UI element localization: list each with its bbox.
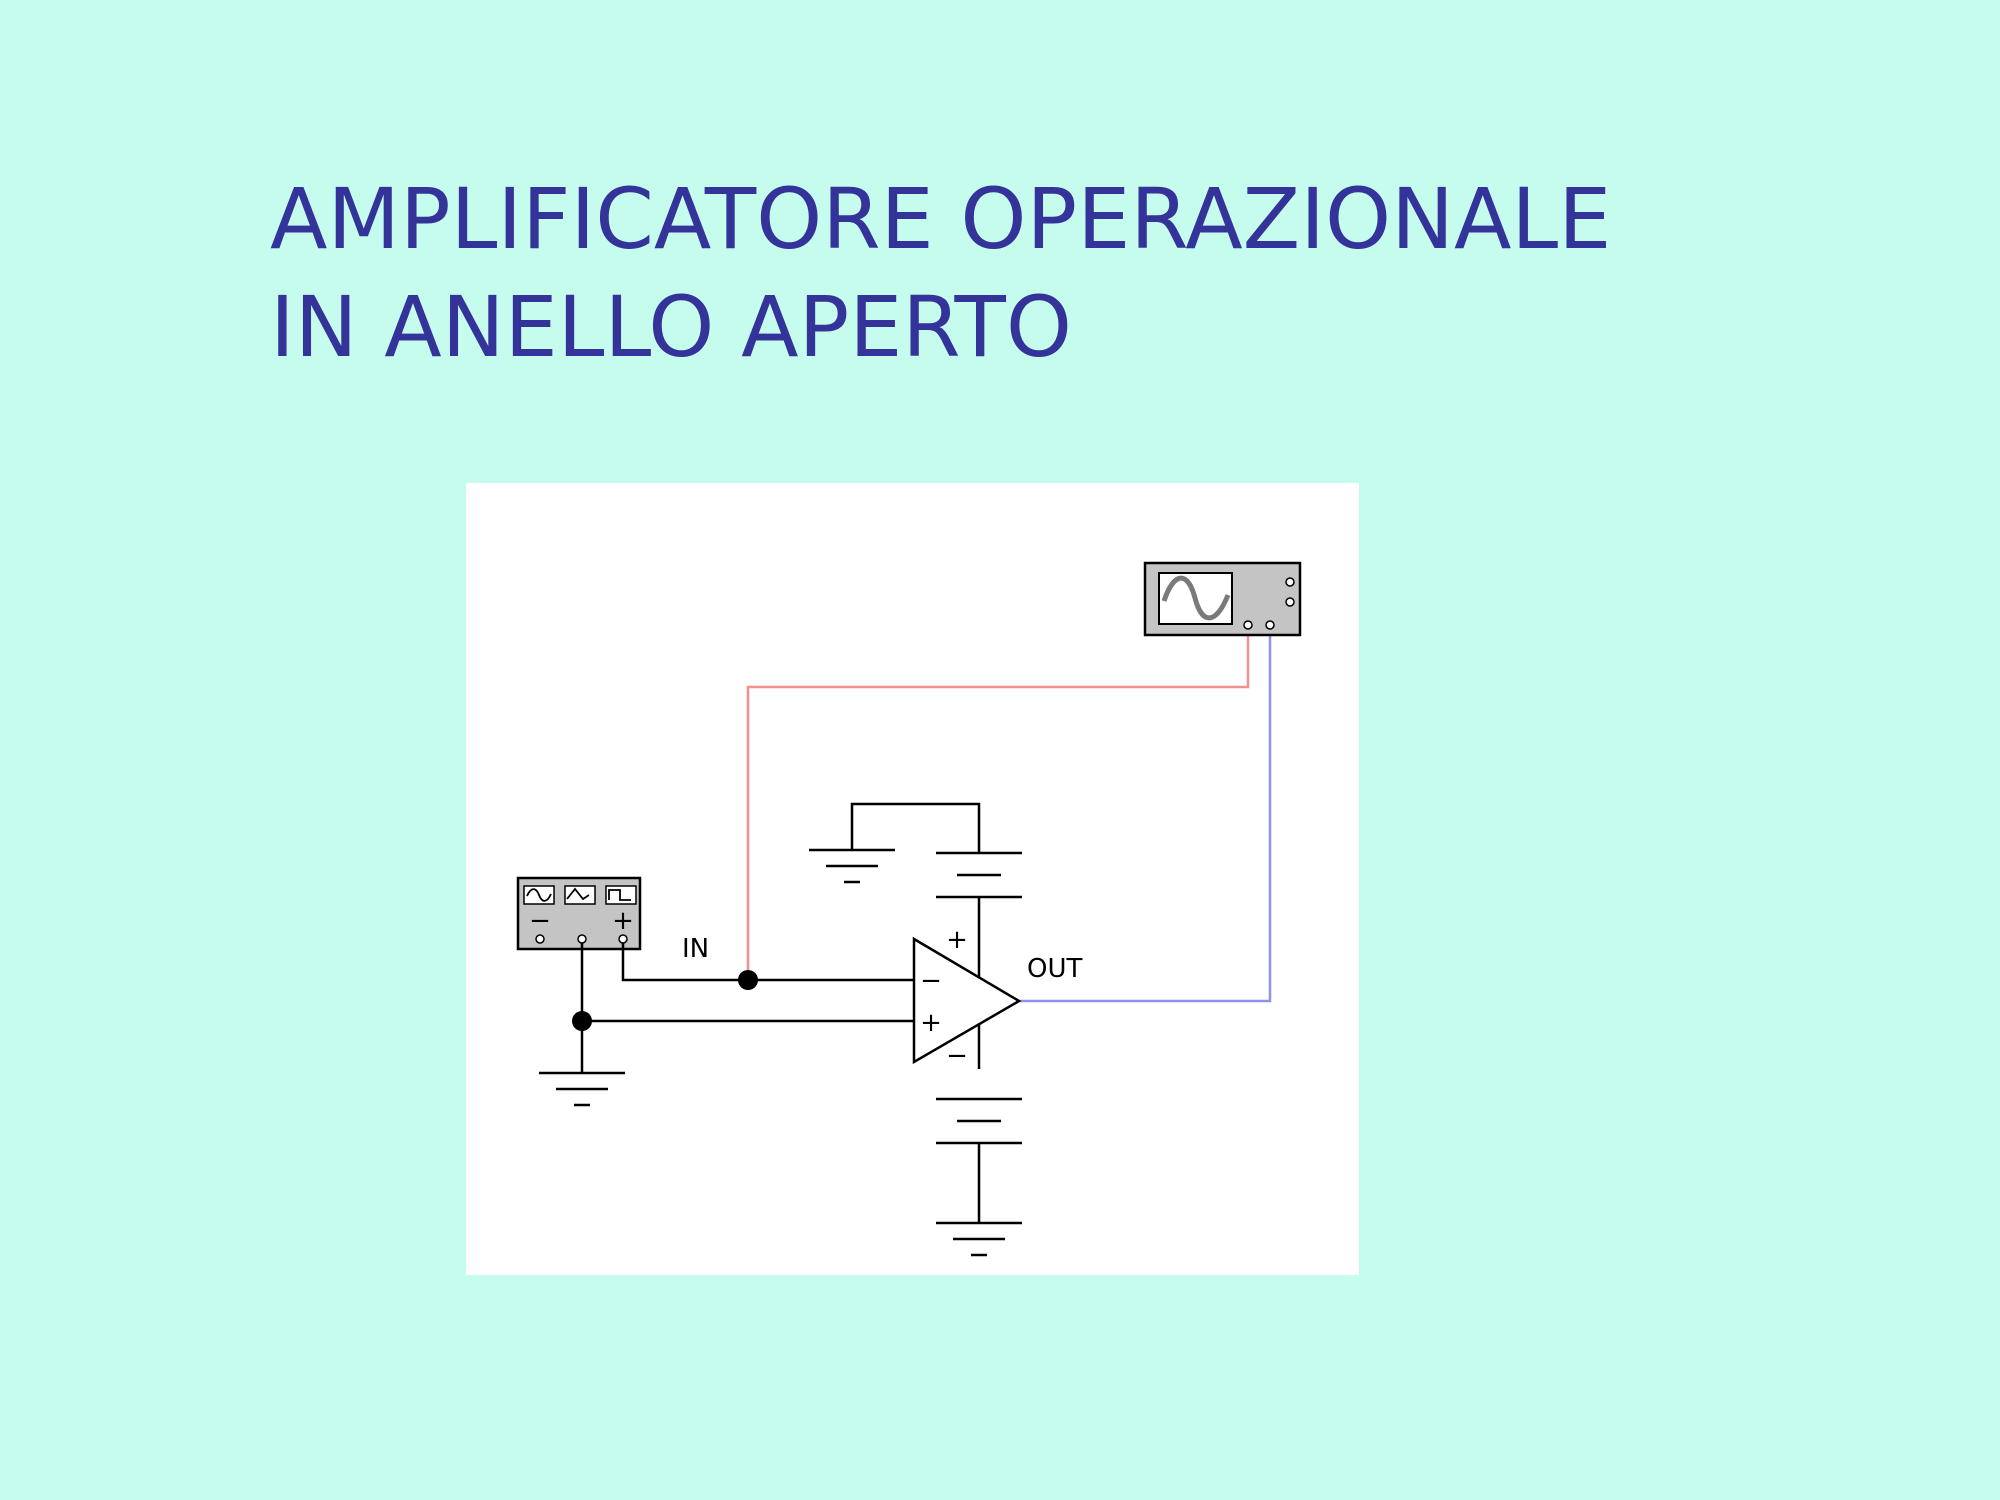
square-wave-icon: [608, 889, 631, 901]
function-generator[interactable]: − +: [516, 876, 642, 951]
channel-a-wire: [746, 635, 1250, 980]
sine-wave-icon: [526, 888, 552, 902]
input-junction: [738, 970, 758, 990]
oscilloscope[interactable]: [1143, 561, 1302, 637]
circuit-schematic: − +: [466, 483, 1359, 1275]
input-label: IN: [682, 934, 709, 964]
noninverting-input-label: +: [920, 1008, 942, 1038]
negative-supply-label: −: [946, 1041, 968, 1071]
title-line-1: AMPLIFICATORE OPERAZIONALE: [270, 170, 1612, 268]
inverting-input-label: −: [920, 966, 942, 996]
positive-supply-label: +: [946, 925, 968, 955]
sine-wave-icon: [1161, 575, 1231, 621]
ground-junction: [572, 1011, 592, 1031]
generator-positive-terminal-label: +: [612, 906, 634, 936]
positive-supply-battery: [936, 851, 1022, 899]
ground-symbol: [936, 1221, 1022, 1257]
ground-symbol: [539, 1071, 625, 1107]
triangle-wave-icon: [566, 887, 590, 901]
op-amp[interactable]: − + + −: [912, 925, 1022, 1071]
title-line-2: IN ANELLO APERTO: [270, 278, 1072, 376]
output-label: OUT: [1027, 954, 1082, 984]
channel-b-wire: [1019, 635, 1272, 1003]
slide-title: AMPLIFICATORE OPERAZIONALE IN ANELLO APE…: [270, 165, 1611, 381]
generator-negative-terminal-label: −: [529, 906, 551, 936]
negative-supply-battery: [936, 1097, 1022, 1145]
ground-symbol: [809, 848, 895, 884]
